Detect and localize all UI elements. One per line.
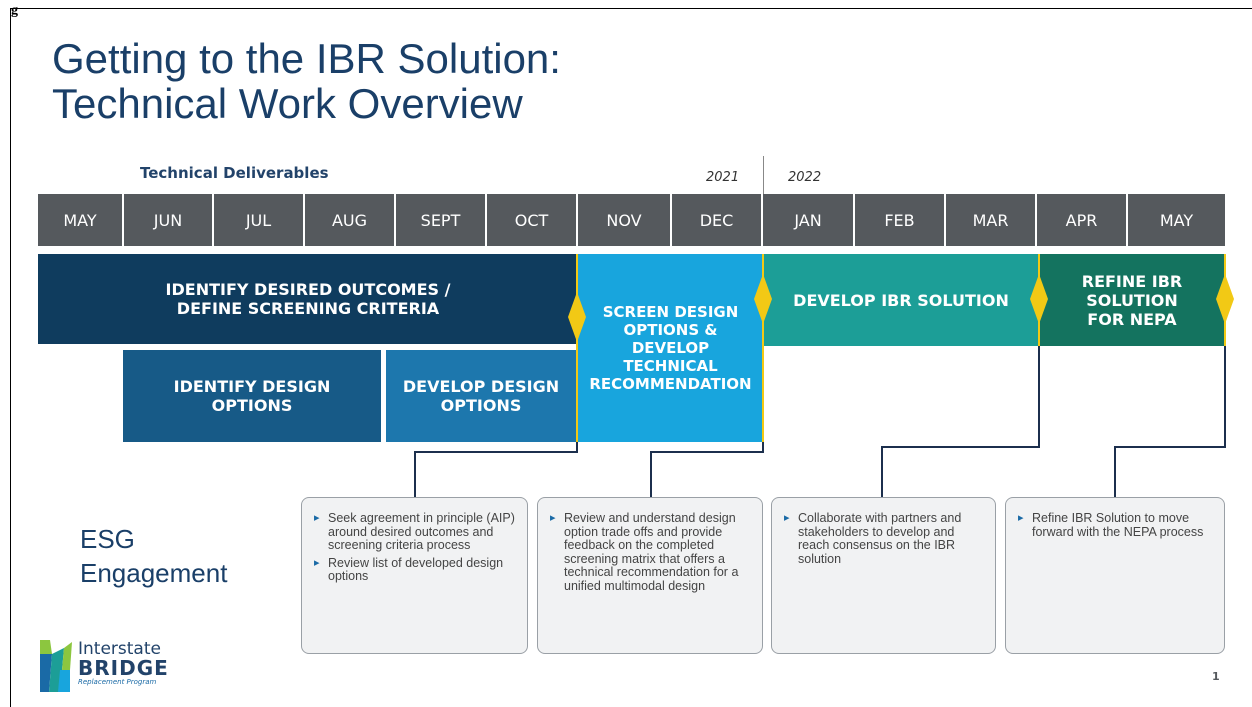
timeline-heading: Technical Deliverables <box>140 164 329 182</box>
phase-identify-design-line2: OPTIONS <box>211 396 293 415</box>
title-line-2: Technical Work Overview <box>52 80 523 127</box>
phase-screen-line5: RECOMMENDATION <box>589 375 752 393</box>
milestone-diamond-icon <box>568 292 586 342</box>
connector-line <box>762 442 764 452</box>
logo-line3: Replacement Program <box>78 678 157 686</box>
connector-line <box>414 451 416 497</box>
engagement-box-1: Seek agreement in principle (AIP) around… <box>301 497 528 654</box>
connector-line <box>881 446 1040 448</box>
month-oct: OCT <box>487 194 578 246</box>
phase-identify-design-line1: IDENTIFY DESIGN <box>173 377 331 396</box>
phase-screen-line4: TECHNICAL <box>623 357 718 375</box>
engagement-bullet: Collaborate with partners and stakeholde… <box>784 511 983 566</box>
year-label-2022: 2022 <box>788 170 822 185</box>
logo-line1: Interstate <box>78 639 161 659</box>
connector-line <box>1114 446 1116 497</box>
month-jul: JUL <box>214 194 305 246</box>
connector-line <box>881 446 883 497</box>
milestone-diamond-icon <box>754 274 772 324</box>
corner-mark: g <box>11 3 18 18</box>
phase-refine-ibr-solution: REFINE IBR SOLUTION FOR NEPA <box>1039 254 1225 346</box>
phase-develop-design-options: DEVELOP DESIGN OPTIONS <box>386 350 576 442</box>
phase-screen-line1: SCREEN DESIGN <box>602 303 739 321</box>
phase-develop-design-line1: DEVELOP DESIGN <box>402 377 560 396</box>
phase-refine-line2: SOLUTION <box>1086 290 1178 310</box>
month-apr: APR <box>1037 194 1128 246</box>
engagement-box-2: Review and understand design option trad… <box>537 497 763 654</box>
engagement-box-4: Refine IBR Solution to move forward with… <box>1005 497 1225 654</box>
slide-frame: g <box>10 3 1252 707</box>
milestone-diamond-icon <box>1030 274 1048 324</box>
phase-identify-outcomes: IDENTIFY DESIRED OUTCOMES / DEFINE SCREE… <box>38 254 578 344</box>
phase-refine-line1: REFINE IBR <box>1081 271 1183 291</box>
logo-line2: BRIDGE <box>78 656 169 680</box>
title-line-1: Getting to the IBR Solution: <box>52 35 561 82</box>
ibr-logo-icon <box>40 640 72 692</box>
phase-develop-design-line2: OPTIONS <box>440 396 522 415</box>
slide-title: Getting to the IBR Solution: Technical W… <box>52 36 561 126</box>
connector-line <box>650 451 764 453</box>
month-nov: NOV <box>578 194 672 246</box>
esg-engagement-label: ESG Engagement <box>80 522 227 590</box>
connector-line <box>1224 346 1226 448</box>
milestone-line-1 <box>576 254 578 442</box>
phase-develop-ibr-solution: DEVELOP IBR SOLUTION <box>763 254 1039 346</box>
phase-identify-outcomes-line1: IDENTIFY DESIRED OUTCOMES / <box>165 280 451 299</box>
engagement-bullet: Review list of developed design options <box>314 556 515 584</box>
month-aug: AUG <box>305 194 396 246</box>
month-jan: JAN <box>763 194 855 246</box>
phase-screen-line2: OPTIONS & <box>623 321 718 339</box>
month-may-2021: MAY <box>38 194 124 246</box>
engagement-bullet: Seek agreement in principle (AIP) around… <box>314 511 515 553</box>
page-number: 1 <box>1212 670 1220 683</box>
engagement-bullet: Review and understand design option trad… <box>550 511 750 593</box>
milestone-diamond-icon <box>1216 274 1234 324</box>
engagement-bullet: Refine IBR Solution to move forward with… <box>1018 511 1212 539</box>
phase-screen-design-options: SCREEN DESIGN OPTIONS & DEVELOP TECHNICA… <box>578 254 763 442</box>
phase-identify-outcomes-line2: DEFINE SCREENING CRITERIA <box>176 299 440 318</box>
month-jun: JUN <box>124 194 214 246</box>
engagement-box-3: Collaborate with partners and stakeholde… <box>771 497 996 654</box>
phase-develop-ibr-label: DEVELOP IBR SOLUTION <box>793 290 1009 310</box>
year-label-2021: 2021 <box>706 170 740 185</box>
month-sept: SEPT <box>396 194 487 246</box>
month-dec: DEC <box>672 194 763 246</box>
phase-screen-line3: DEVELOP <box>631 339 710 357</box>
connector-line <box>1038 346 1040 448</box>
phase-refine-line3: FOR NEPA <box>1087 309 1177 329</box>
esg-line2: Engagement <box>80 558 228 588</box>
esg-line1: ESG <box>80 524 135 554</box>
phase-identify-design-options: IDENTIFY DESIGN OPTIONS <box>123 350 381 442</box>
month-may-2022: MAY <box>1128 194 1225 246</box>
connector-line <box>650 451 652 497</box>
milestone-line-2 <box>762 254 764 442</box>
year-divider <box>763 156 764 196</box>
connector-line <box>414 451 578 453</box>
connector-line <box>1114 446 1226 448</box>
month-feb: FEB <box>855 194 946 246</box>
connector-line <box>576 442 578 452</box>
month-mar: MAR <box>946 194 1037 246</box>
